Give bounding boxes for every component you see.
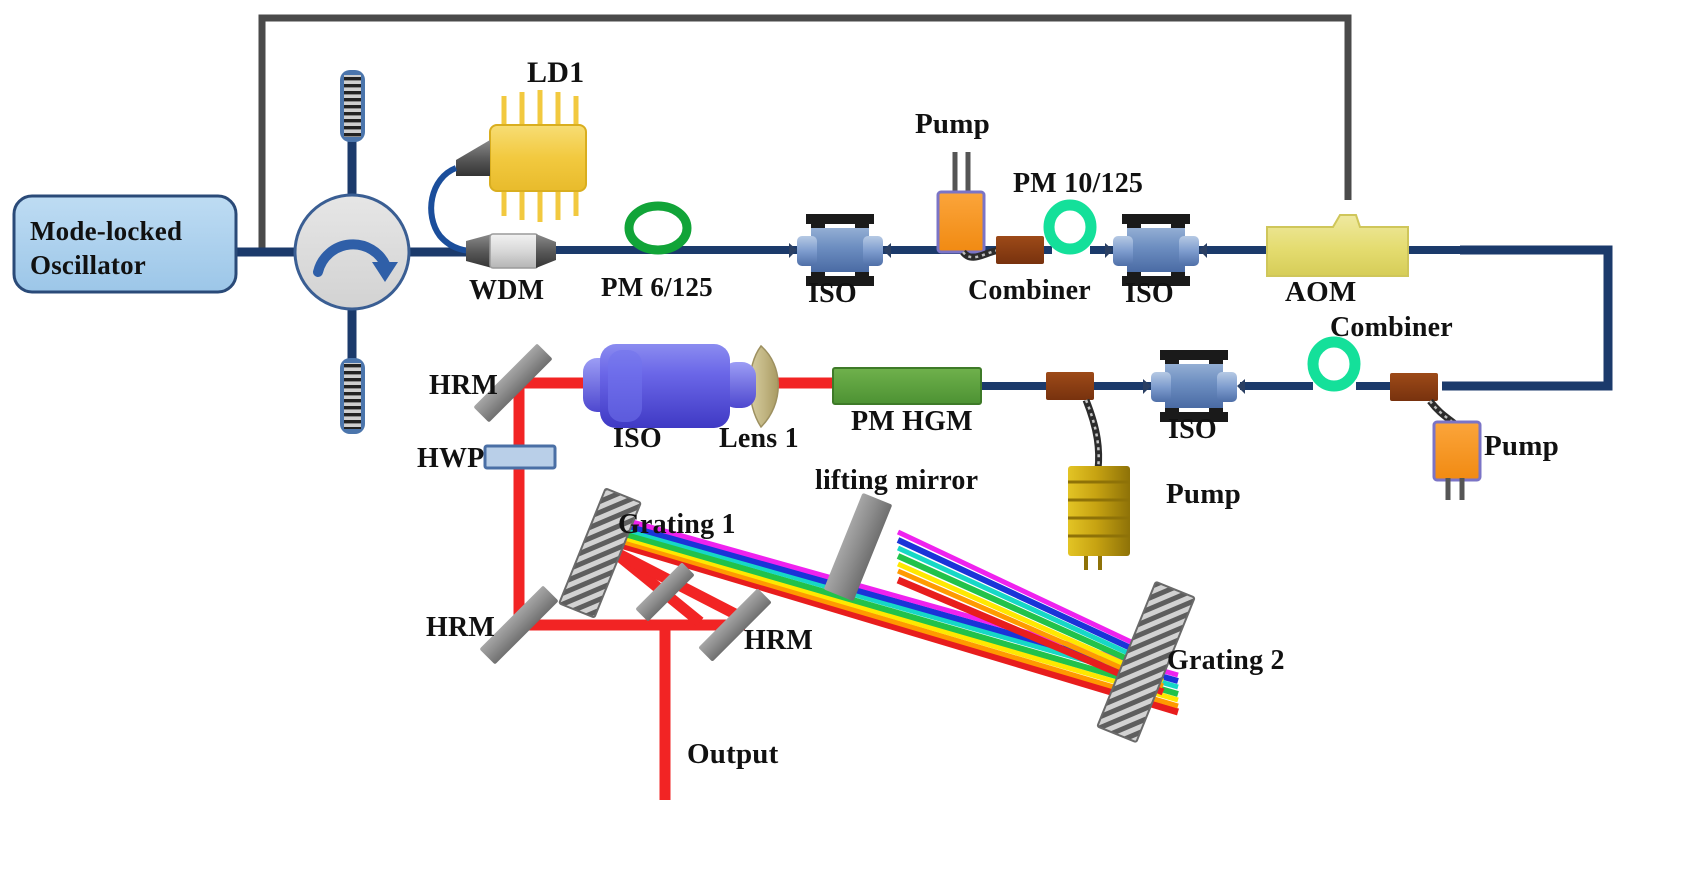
hwp-label: HWP xyxy=(417,443,485,474)
iso-4-label: ISO xyxy=(613,423,662,454)
iso-2-label: ISO xyxy=(1125,278,1174,309)
grating-1[interactable] xyxy=(558,488,642,618)
oscillator-label-line2: Oscillator xyxy=(30,250,146,280)
lifting-mirror[interactable] xyxy=(824,493,893,601)
isolator-4-free-space[interactable] xyxy=(583,344,756,428)
aom-label: AOM xyxy=(1285,276,1357,308)
wdm-label: WDM xyxy=(469,275,545,306)
half-wave-plate[interactable] xyxy=(483,444,557,470)
hrm-1[interactable] xyxy=(473,343,552,422)
aom[interactable] xyxy=(1266,214,1409,277)
dispersed-beam-grating2-to-lifting-mirror xyxy=(896,529,1165,696)
hrm-2-label: HRM xyxy=(426,612,496,643)
lens-1-label: Lens 1 xyxy=(719,423,799,454)
hrm-1-label: HRM xyxy=(429,370,499,401)
pump-3-label: Pump xyxy=(1166,478,1241,510)
pump-1[interactable] xyxy=(936,152,986,254)
pm-hgm-label: PM HGM xyxy=(851,406,973,437)
lifting-mirror-label: lifting mirror xyxy=(815,465,979,496)
pump-2[interactable] xyxy=(1432,420,1482,500)
grating-2[interactable] xyxy=(1096,581,1196,743)
combiner-2[interactable] xyxy=(1390,373,1438,401)
optical-circulator[interactable] xyxy=(293,193,411,311)
fiber-bragg-grating-top xyxy=(340,70,365,142)
pm-10-125-label: PM 10/125 xyxy=(1013,168,1144,199)
hrm-3[interactable] xyxy=(698,588,772,662)
hrm-3-label: HRM xyxy=(744,625,814,656)
ld1-label: LD1 xyxy=(527,56,585,89)
sync-electrical-line xyxy=(258,14,1352,252)
iso-3-label: ISO xyxy=(1168,414,1217,445)
grating-2-label: Grating 2 xyxy=(1167,645,1285,676)
hrm-4-small[interactable] xyxy=(635,562,694,621)
wdm[interactable] xyxy=(466,233,556,269)
laser-diode-1[interactable] xyxy=(456,90,587,222)
isolator-3[interactable] xyxy=(1143,350,1245,422)
pm-hgm[interactable] xyxy=(832,367,982,405)
oscillator-label-line1: Mode-locked xyxy=(30,216,183,246)
mode-locked-oscillator[interactable] xyxy=(12,194,238,294)
combiner-1-label: Combiner xyxy=(968,275,1091,306)
pm-6-125-label: PM 6/125 xyxy=(601,272,713,302)
pump-3[interactable] xyxy=(1068,466,1130,570)
hrm-2[interactable] xyxy=(479,585,558,664)
pump-2-label: Pump xyxy=(1484,430,1559,462)
combiner-1[interactable] xyxy=(996,236,1044,264)
isolator-2[interactable] xyxy=(1105,214,1207,286)
isolator-1[interactable] xyxy=(789,214,891,286)
pm-combiner-loop-right xyxy=(1307,336,1361,392)
output-label: Output xyxy=(687,738,779,770)
pump-3-fins xyxy=(1068,480,1130,538)
combiner-2-label: Combiner xyxy=(1330,312,1453,343)
pm-6-125-fiber-loop xyxy=(624,201,692,255)
ld1-pins xyxy=(501,90,579,222)
pump-3-fiber-hl xyxy=(1084,399,1100,471)
pm-10-125-fiber-loop xyxy=(1043,199,1097,255)
grating-1-label: Grating 1 xyxy=(618,509,736,540)
pump-1-label: Pump xyxy=(915,108,990,140)
fiber-bragg-grating-bottom xyxy=(340,358,365,434)
iso-1-label: ISO xyxy=(808,278,857,309)
combiner-3[interactable] xyxy=(1046,372,1094,400)
